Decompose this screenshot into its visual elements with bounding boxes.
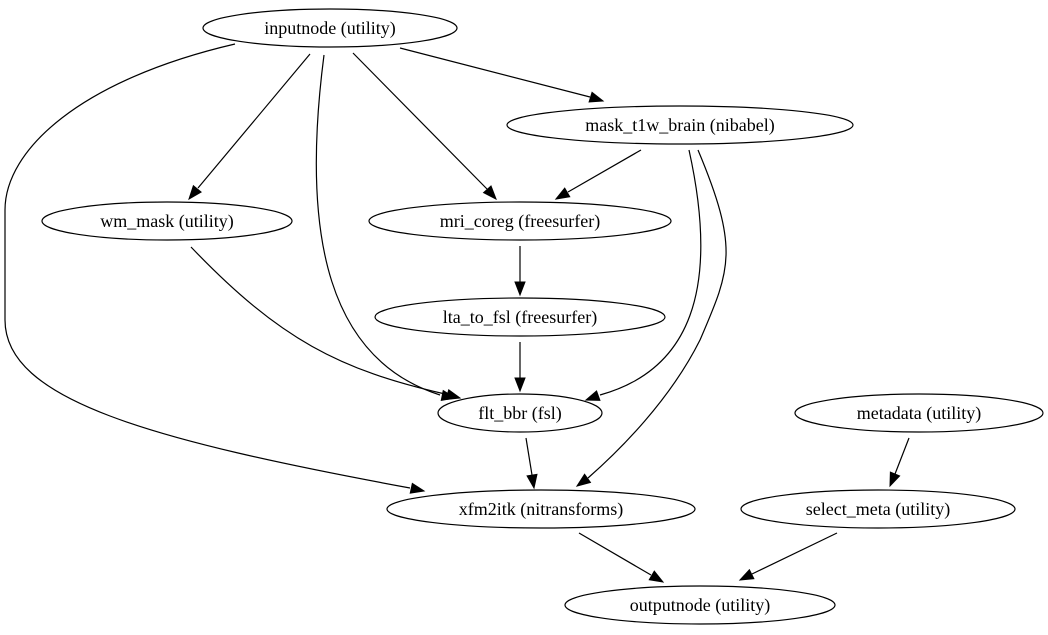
edges-layer — [4, 43, 910, 583]
edge-line — [599, 149, 702, 396]
node-ellipse — [437, 393, 603, 433]
edge-line — [352, 52, 488, 190]
edge-lta_to_fsl-to-flt_bbr — [514, 342, 526, 393]
edge-line — [315, 54, 441, 396]
arrowhead-icon — [409, 482, 426, 494]
edge-inputnode-to-mask_t1w_brain — [399, 47, 605, 103]
node-label: flt_bbr (fsl) — [478, 403, 561, 424]
edge-inputnode-to-xfm2itk — [4, 43, 426, 494]
edge-xfm2itk-to-outputnode — [578, 532, 665, 583]
edge-mri_coreg-to-lta_to_fsl — [514, 246, 526, 297]
arrowhead-icon — [188, 184, 202, 201]
edge-line — [578, 532, 652, 576]
node-label: select_meta (utility) — [806, 499, 950, 520]
edge-metadata-to-select_meta — [889, 437, 910, 488]
arrowhead-icon — [575, 473, 592, 487]
arrowhead-icon — [889, 471, 901, 488]
node-xfm2itk: xfm2itk (nitransforms) — [386, 489, 696, 529]
node-ellipse — [368, 201, 672, 241]
edge-line — [567, 149, 642, 193]
node-ellipse — [386, 489, 696, 529]
node-label: xfm2itk (nitransforms) — [459, 499, 623, 520]
edge-line — [4, 43, 411, 489]
arrowhead-icon — [526, 473, 538, 490]
node-label: mask_t1w_brain (nibabel) — [585, 115, 774, 136]
nodes-layer: inputnode (utility) mask_t1w_brain (nibab… — [41, 8, 1044, 625]
arrowhead-icon — [588, 91, 605, 103]
edge-mask_t1w_brain-to-flt_bbr — [584, 149, 702, 401]
edge-line — [525, 437, 533, 476]
edge-line — [751, 532, 838, 575]
node-ellipse — [740, 489, 1016, 529]
edge-line — [190, 246, 446, 395]
edge-wm_mask-to-flt_bbr — [190, 246, 462, 401]
node-mask_t1w_brain: mask_t1w_brain (nibabel) — [506, 105, 854, 145]
node-select_meta: select_meta (utility) — [740, 489, 1016, 529]
edge-line — [587, 149, 727, 479]
node-label: inputnode (utility) — [264, 18, 395, 39]
node-outputnode: outputnode (utility) — [564, 585, 836, 625]
node-label: metadata (utility) — [857, 403, 981, 424]
arrowhead-icon — [514, 281, 526, 297]
arrowhead-icon — [514, 377, 526, 393]
node-ellipse — [374, 297, 666, 337]
node-ellipse — [794, 393, 1044, 433]
node-inputnode: inputnode (utility) — [202, 8, 458, 48]
arrowhead-icon — [482, 185, 497, 201]
edge-line — [197, 53, 311, 189]
node-label: lta_to_fsl (freesurfer) — [443, 307, 597, 328]
edge-line — [894, 437, 910, 475]
node-metadata: metadata (utility) — [794, 393, 1044, 433]
node-flt_bbr: flt_bbr (fsl) — [437, 393, 603, 433]
node-lta_to_fsl: lta_to_fsl (freesurfer) — [374, 297, 666, 337]
edge-flt_bbr-to-xfm2itk — [525, 437, 538, 490]
node-mri_coreg: mri_coreg (freesurfer) — [368, 201, 672, 241]
node-label: outputnode (utility) — [630, 595, 770, 616]
edge-inputnode-to-wm_mask — [188, 53, 311, 201]
edge-inputnode-to-mri_coreg — [352, 52, 497, 201]
edge-select_meta-to-outputnode — [738, 532, 838, 581]
arrowhead-icon — [738, 568, 755, 581]
edge-mask_t1w_brain-to-xfm2itk — [575, 149, 727, 487]
arrowhead-icon — [445, 388, 462, 401]
node-ellipse — [202, 8, 458, 48]
node-wm_mask: wm_mask (utility) — [41, 201, 293, 241]
arrowhead-icon — [584, 390, 601, 401]
edge-line — [399, 47, 591, 98]
node-ellipse — [506, 105, 854, 145]
node-label: mri_coreg (freesurfer) — [440, 211, 600, 232]
node-ellipse — [564, 585, 836, 625]
arrowhead-icon — [648, 570, 665, 583]
node-ellipse — [41, 201, 293, 241]
node-label: wm_mask (utility) — [100, 211, 234, 232]
arrowhead-icon — [554, 187, 571, 200]
edge-mask_t1w_brain-to-mri_coreg — [554, 149, 642, 200]
